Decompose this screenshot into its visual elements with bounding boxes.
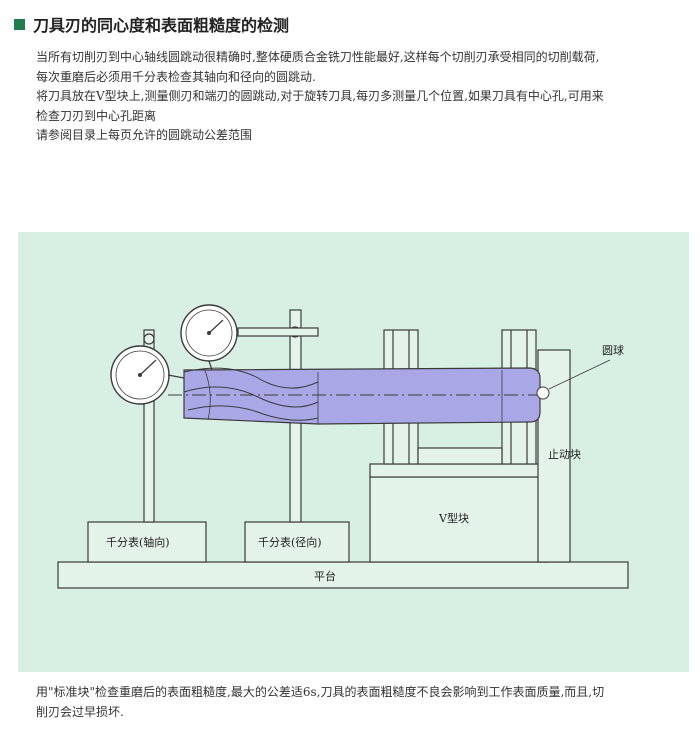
axial-dial-indicator-icon (110, 345, 185, 405)
bottom-line-1: 用"标准块"检查重磨后的表面粗糙度,最大的公差适6s,刀具的表面粗糙度不良会影响… (36, 685, 605, 699)
bottom-paragraph: 用"标准块"检查重磨后的表面粗糙度,最大的公差适6s,刀具的表面粗糙度不良会影响… (36, 683, 686, 722)
intro-line-1: 当所有切削刃到中心轴线圆跳动很精确时,整体硬质合金铣刀性能最好,这样每个切削刃承… (36, 50, 600, 64)
diagram-svg: 圆球 止动块 V型块 千分表(轴向) 千分表(径向) 平台 (18, 232, 689, 672)
stop-block-label: 止动块 (548, 448, 581, 461)
ball-icon (536, 386, 550, 400)
radial-dial-base (244, 521, 350, 563)
radial-dial-label: 千分表(径向) (258, 535, 322, 549)
inspection-diagram: 圆球 止动块 V型块 千分表(轴向) 千分表(径向) 平台 (18, 232, 689, 672)
intro-line-4: 检查刀刃到中心孔距离 (36, 108, 157, 123)
intro-line-5: 请参阅目录上每页允许的圆跳动公差范围 (36, 128, 253, 142)
page-title: 刀具刃的同心度和表面粗糙度的检测 (33, 16, 290, 35)
intro-paragraph: 当所有切削刃到中心轴线圆跳动很精确时,整体硬质合金铣刀性能最好,这样每个切削刃承… (36, 48, 686, 146)
v-block-label: V型块 (438, 511, 469, 525)
ball-label: 圆球 (602, 343, 624, 357)
platform-base (57, 561, 629, 589)
intro-line-3: 将刀具放在V型块上,测量侧刃和端刃的圆跳动,对于旋转刀具,每刃多测量几个位置,如… (36, 89, 604, 103)
ball-leader-line (548, 359, 611, 390)
stop-block (537, 349, 571, 563)
radial-dial-indicator-icon (180, 304, 238, 371)
axial-dial-label: 千分表(轴向) (106, 535, 170, 549)
v-block-top-strip (369, 463, 549, 478)
diagram-panel (18, 232, 689, 672)
section-header: 刀具刃的同心度和表面粗糙度的检测 (14, 12, 289, 36)
bottom-line-2: 削刃会过早损坏. (36, 704, 124, 719)
axial-stand-post (143, 329, 155, 523)
axial-stand-knob-icon (143, 333, 155, 345)
axial-dial-base (87, 521, 207, 563)
intro-line-2: 每次重磨后必须用千分表检查其轴向和径向的圆跳动. (36, 69, 316, 84)
platform-label: 平台 (314, 569, 336, 583)
end-mill-cutter (183, 367, 541, 425)
radial-stand-arm (237, 327, 319, 337)
bullet-square-icon (14, 18, 25, 30)
